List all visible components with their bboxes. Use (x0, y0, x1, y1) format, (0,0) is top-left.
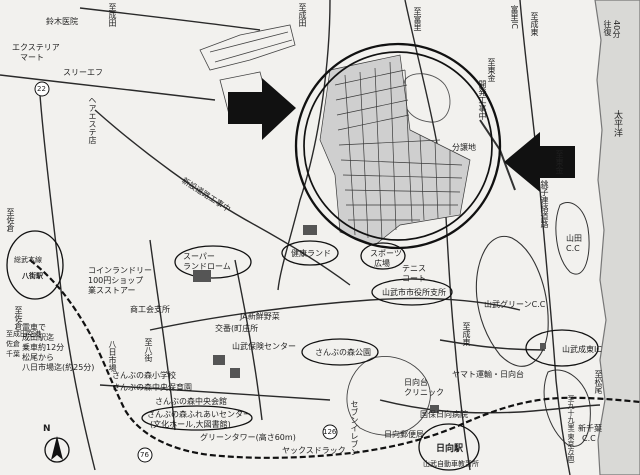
label-sanbu-mori-chuo: さんぶの森中央保育園 (112, 383, 192, 392)
label-hachiman: 至八街 (144, 338, 153, 362)
label-access-3: 40分 (612, 20, 621, 39)
label-chiba-station-2: 八街駅 (22, 272, 43, 280)
label-route-22: 22 (37, 85, 46, 93)
label-tokyo-ic: 至九十九里(東京方面) (567, 395, 575, 464)
label-shinchiba-1: 新千葉 (578, 424, 602, 433)
label-bunjouchi: 分譲地 (452, 143, 476, 152)
label-road-north: 至佐倉 (6, 208, 15, 232)
roads (0, 0, 601, 475)
label-ja: JA新鮮野菜 (240, 312, 280, 321)
label-sea: 太平洋 (612, 110, 622, 137)
label-shoko-kaikan: 商工会支所 (130, 305, 170, 314)
golf-course-sanbu-green (475, 235, 549, 367)
label-route-76: 76 (140, 451, 149, 459)
highlight-circle-outer (294, 42, 502, 250)
subdivision-grid (319, 54, 471, 246)
label-hyuga-station: 日向駅 (436, 444, 464, 454)
label-sleef: スリーエフ (63, 68, 103, 77)
label-sevens: セブンイレブン (350, 400, 359, 456)
label-keisei-2: 佐倉 (6, 340, 20, 348)
label-koban: 交番(町庄所 (215, 324, 259, 333)
label-super-2: ランドローム (183, 262, 231, 271)
label-keisei-3: 千葉 (6, 350, 20, 358)
label-keisei-1: 至成田空港 (6, 330, 41, 338)
label-shinsetsu: 至東金 (555, 150, 564, 174)
label-sports-1: スポーツ (370, 249, 402, 258)
label-green-tower: グリーンタワー(高さ60m) (200, 433, 296, 442)
label-route-126: 126 (323, 428, 337, 436)
label-guide-3: 乗車約12分 (22, 343, 65, 352)
label-hikari: 至東金 (487, 58, 496, 82)
golf-course-yamada (555, 202, 590, 275)
label-guide-2: 成田駅迄 (22, 333, 54, 342)
label-road-east: 至佐倉 (14, 306, 23, 330)
coast-area (594, 0, 640, 475)
label-kagura: 至富里 (413, 7, 422, 31)
label-sanbu-green: 山武グリーンC.C (484, 300, 546, 309)
label-suzuki-clinic: 鈴木医院 (46, 17, 78, 26)
label-guide-1: 電車で (22, 323, 46, 332)
label-shinchiba-2: C.C (582, 434, 596, 443)
label-hospital: 国保日向病院 (420, 410, 468, 419)
label-exterior-mart-1: エクステリア (12, 43, 60, 52)
label-sanbu-narito-ic: 山武成東IC (562, 345, 602, 354)
label-guide-5: 八日市場迄(約25分) (22, 363, 95, 372)
label-post: 日向郵便局 (384, 430, 424, 439)
label-yamada-2: C.C (566, 244, 580, 253)
label-sanbu-mori-hall-1: さんぶの森ふれあいセンター (147, 410, 251, 419)
park-area (346, 356, 431, 436)
label-narita-ic: 富里IC (510, 5, 519, 29)
arrow-right (504, 132, 575, 192)
label-hair-salon: ヘアエステ店 (88, 96, 97, 144)
label-hiyodai-2: クリニック (404, 388, 444, 397)
label-car-school: 山武自動車教習所 (423, 460, 479, 468)
label-hiyodai-1: 日向台 (404, 378, 428, 387)
label-north: N (43, 424, 51, 434)
label-coin-laundry-1: コインランドリー (88, 266, 152, 275)
label-railway-2: 至成田 (298, 3, 307, 27)
label-sanbu-hoken: 山武保険センター (232, 342, 296, 351)
label-nakatoke: 至成東 (462, 322, 471, 346)
label-sports-2: 広場 (374, 259, 390, 268)
label-yokoshiba: 至松尾 (594, 370, 603, 394)
label-railway-1: 至成田 (108, 3, 117, 27)
label-sanbu-mori-park: さんぶの森公園 (315, 348, 371, 357)
label-kenko: 健康ランド (291, 249, 331, 258)
label-tennis-1: テニス (402, 264, 426, 273)
label-yamada-1: 山田 (566, 234, 582, 243)
buildings (193, 225, 546, 413)
railway-line (29, 259, 640, 459)
label-sanbu-mori-hall-2: (文化ホール,大図書館) (150, 420, 231, 429)
golf-course-shinchiba (543, 369, 591, 447)
label-drugstore: ヤックスドラック (282, 446, 346, 455)
label-kaihatsu: 開発工事中 (478, 80, 487, 120)
label-guide-6: 八日市場 (108, 340, 117, 372)
label-exterior-mart-2: マート (20, 53, 44, 62)
label-coin-laundry-3: 業スストアー (88, 286, 136, 295)
route-shields (34, 81, 338, 463)
north-arrow-icon (44, 436, 70, 463)
label-guide-4: 松尾から (22, 353, 54, 362)
label-city-office: 山武市市役所支所 (382, 288, 446, 297)
label-access-1: 至成東 (530, 12, 539, 36)
label-sanbu-mori-middle: さんぶの森中央会館 (155, 397, 227, 406)
label-access-2: 往復 (603, 20, 612, 36)
label-tennis-2: コート (402, 274, 426, 283)
arrow-left (228, 78, 296, 140)
label-super-1: スーパー (183, 252, 215, 261)
label-yamato: ヤマト運輸・日向台 (452, 370, 524, 379)
place-highlights (6, 230, 599, 471)
label-chiba-station-1: 総武本線 (14, 256, 42, 264)
label-sanbu-mori-school: さんぶの森小学校 (112, 371, 176, 380)
highlight-circle-inner (303, 51, 493, 241)
label-highway: 銚子連絡道路 (540, 180, 549, 228)
label-coin-laundry-2: 100円ショップ (88, 276, 144, 285)
